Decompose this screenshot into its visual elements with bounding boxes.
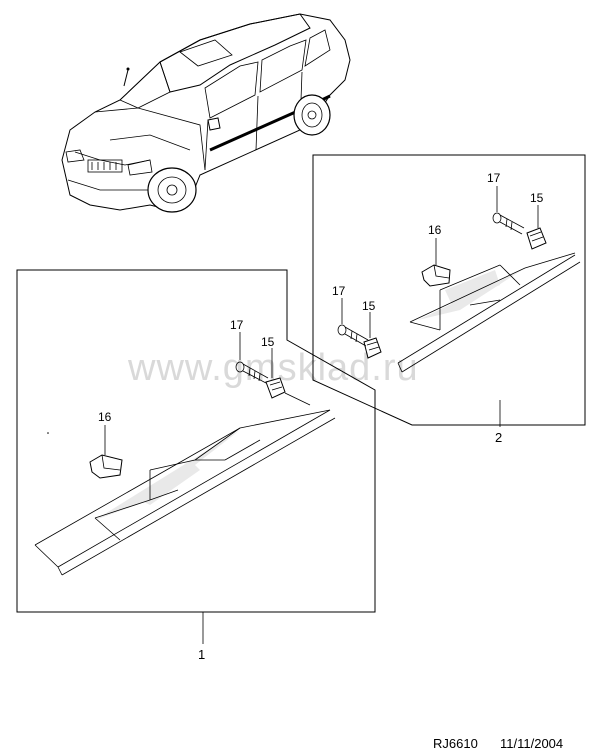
sedan-illustration xyxy=(61,13,351,213)
callout-15-left: 15 xyxy=(261,335,275,349)
right-screw-upper xyxy=(492,212,525,235)
drawing-code: RJ6610 xyxy=(433,736,478,751)
callout-16-left: 16 xyxy=(98,410,112,424)
callout-2: 2 xyxy=(495,430,502,445)
callout-16-right: 16 xyxy=(428,223,442,237)
callout-1: 1 xyxy=(198,647,205,662)
left-screw xyxy=(235,361,269,384)
left-parts-panel: 17 15 16 1 xyxy=(16,269,376,662)
left-side-moulding xyxy=(34,409,336,576)
left-retainer xyxy=(89,454,123,479)
right-clip-lower xyxy=(363,337,382,359)
callout-17-right-lower: 17 xyxy=(332,284,346,298)
right-parts-panel: 17 15 16 17 15 2 xyxy=(312,154,586,445)
callout-15-right-lower: 15 xyxy=(362,299,376,313)
right-clip-upper xyxy=(526,227,547,250)
watermark-text: www.gmsklad.ru xyxy=(127,347,419,389)
right-side-moulding xyxy=(397,252,581,373)
right-screw-lower xyxy=(337,324,369,347)
callout-17-right-upper: 17 xyxy=(487,171,501,185)
left-clip xyxy=(265,377,286,399)
footer: RJ6610 11/11/2004 xyxy=(433,736,563,751)
callout-15-right-upper: 15 xyxy=(530,191,544,205)
drawing-date: 11/11/2004 xyxy=(500,736,563,751)
right-retainer xyxy=(421,264,451,287)
callout-17-left: 17 xyxy=(230,318,244,332)
